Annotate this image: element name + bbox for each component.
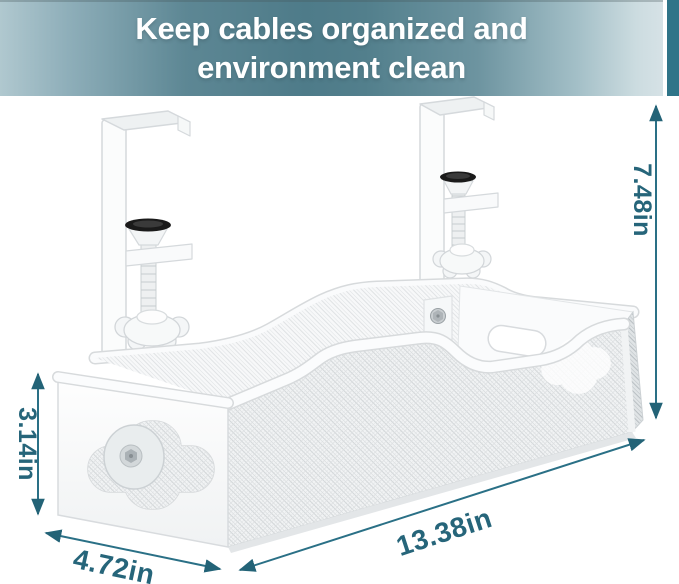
right-clamp bbox=[419, 96, 499, 305]
width-dimension-arrow bbox=[238, 438, 646, 572]
banner-title-line2: environment clean bbox=[197, 50, 466, 85]
left-clamp bbox=[101, 110, 193, 357]
left-clamp-knob bbox=[114, 309, 190, 351]
banner-title-line1: Keep cables organized and bbox=[135, 11, 528, 46]
dimension-annotations bbox=[31, 104, 663, 573]
banner-title: Keep cables organized and environment cl… bbox=[0, 2, 663, 87]
left-clamp-arm bbox=[125, 243, 193, 267]
handle-cutout bbox=[487, 324, 547, 358]
height-dimension-label: 7.48in bbox=[628, 163, 656, 237]
depth-dimension bbox=[44, 529, 222, 573]
left-end-panel bbox=[52, 371, 234, 548]
front-rail bbox=[221, 317, 631, 411]
width-dimension-label: 13.38in bbox=[392, 502, 495, 562]
right-clamp-hook-lip bbox=[483, 101, 495, 121]
side-height-dimension-label: 3.14in bbox=[13, 407, 41, 481]
bracket-bolt-top bbox=[430, 308, 446, 324]
left-clamp-screw bbox=[125, 218, 171, 317]
front-right-post bbox=[620, 323, 636, 433]
width-dimension bbox=[238, 438, 646, 572]
header-banner: Keep cables organized and environment cl… bbox=[0, 0, 679, 96]
banner-background: Keep cables organized and environment cl… bbox=[0, 0, 663, 96]
left-clamp-hook-lip bbox=[177, 115, 191, 137]
depth-dimension-label: 4.72in bbox=[70, 543, 157, 584]
cable-reel-disc bbox=[103, 424, 165, 490]
banner-accent-block bbox=[667, 0, 679, 96]
right-clamp-knob bbox=[432, 243, 492, 279]
right-clamp-arm bbox=[443, 192, 499, 214]
depth-dimension-arrow bbox=[44, 529, 222, 573]
right-clamp-bar bbox=[419, 103, 445, 305]
